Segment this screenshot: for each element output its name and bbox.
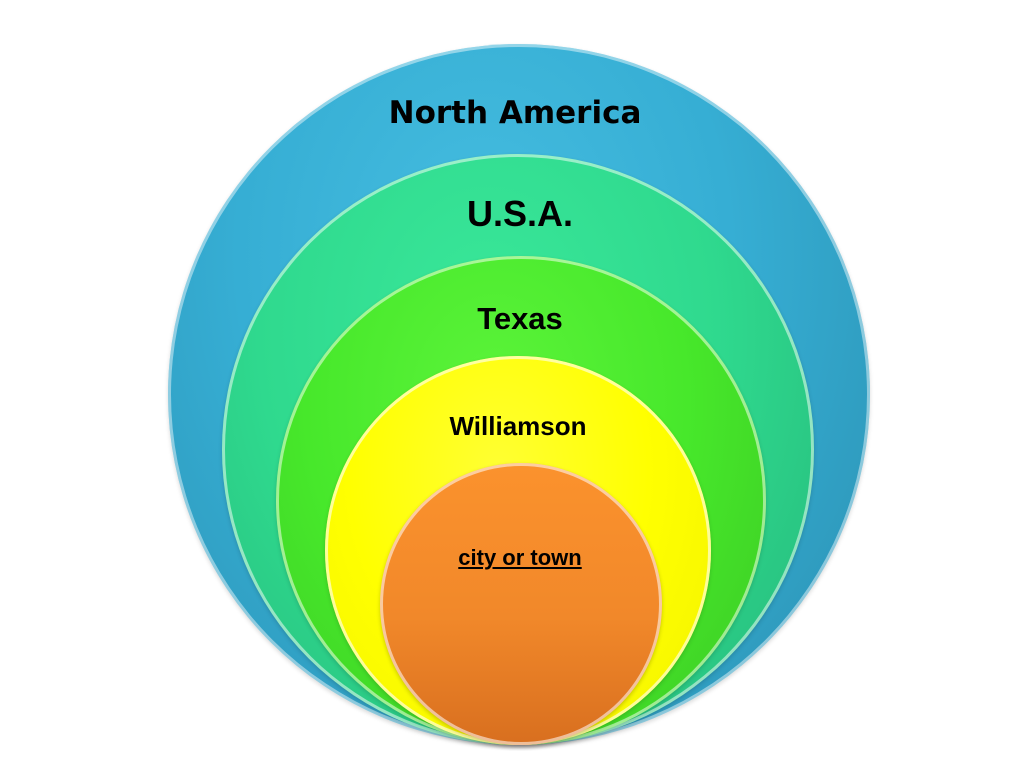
- circle-city-or-town: [380, 463, 662, 745]
- label-north-america: North America: [388, 95, 642, 131]
- label-williamson: Williamson: [449, 411, 587, 441]
- label-texas: Texas: [477, 301, 563, 336]
- label-usa: U.S.A.: [466, 193, 574, 234]
- label-city-or-town: city or town: [458, 545, 582, 570]
